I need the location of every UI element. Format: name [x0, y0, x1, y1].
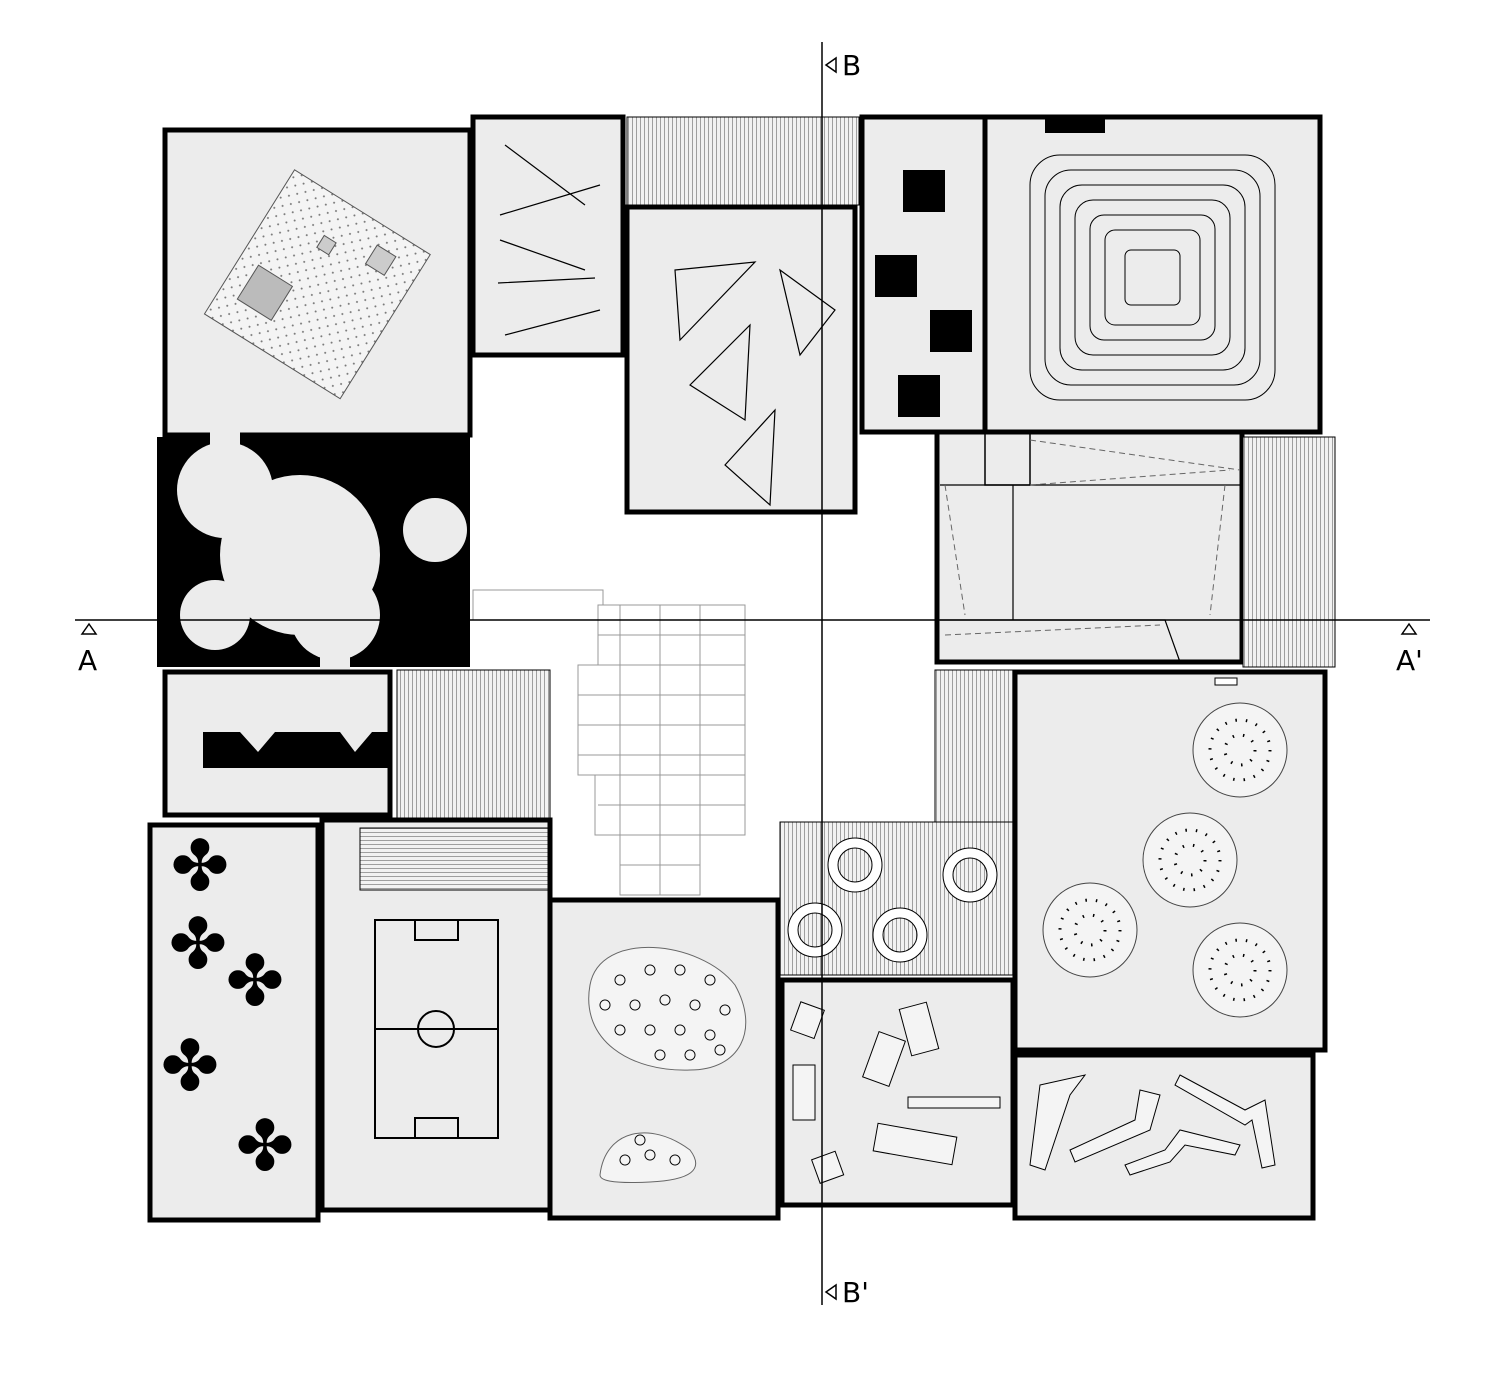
hatched-terrace-right — [1242, 436, 1336, 668]
hatched-terrace-top — [626, 116, 860, 206]
section-label-a-left: A — [78, 644, 97, 677]
svg-text:✤: ✤ — [226, 940, 285, 1022]
terrace-round-tables — [779, 821, 1014, 976]
room-tables — [779, 977, 1016, 1208]
room-black-circles — [157, 425, 470, 680]
courtyard-paving — [472, 589, 746, 896]
section-label-b-top: B — [842, 49, 861, 82]
hatched-terrace-mid-left — [396, 669, 551, 821]
room-propeller-shapes: ✤ ✤ ✤ ✤ ✤ — [147, 822, 321, 1223]
room-soccer-field — [319, 817, 553, 1213]
room-dotted-circles — [1012, 669, 1328, 1053]
section-line-a — [75, 619, 1430, 635]
room-black-squares — [859, 114, 988, 435]
section-label-a-right: A' — [1396, 644, 1423, 677]
section-label-b-bottom: B' — [842, 1276, 869, 1309]
dotted-platform — [203, 169, 431, 400]
room-oval-dots — [547, 897, 781, 1221]
svg-text:✤: ✤ — [236, 1105, 295, 1187]
room-zigzag-benches — [1012, 1052, 1316, 1221]
room-spiral — [982, 114, 1323, 435]
room-triangles — [624, 204, 858, 515]
svg-text:✤: ✤ — [171, 825, 230, 907]
svg-text:✤: ✤ — [161, 1025, 220, 1107]
room-zigzag — [162, 669, 393, 818]
room-platform — [162, 127, 473, 438]
svg-text:✤: ✤ — [169, 903, 228, 985]
hatched-terrace-mid-right — [934, 669, 1014, 823]
section-line-b — [821, 42, 837, 1305]
room-dashed — [934, 429, 1245, 665]
room-lines — [470, 114, 626, 358]
